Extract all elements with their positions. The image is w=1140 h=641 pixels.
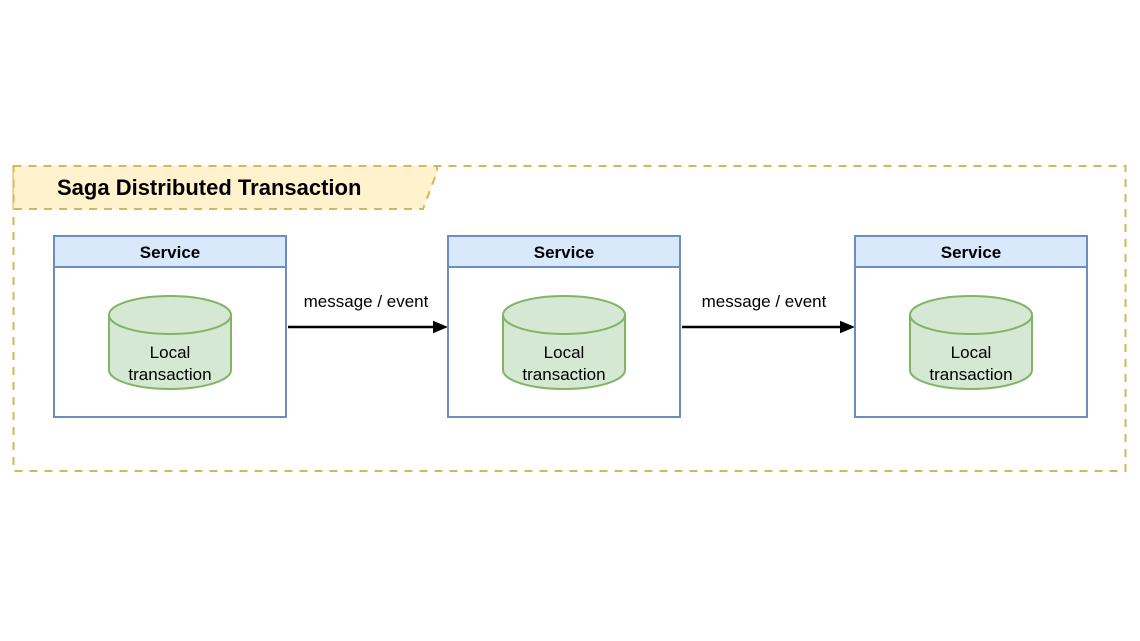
database-label: Local transaction	[128, 343, 211, 384]
arrow-head	[840, 320, 855, 334]
database-cylinder-body	[909, 314, 1033, 390]
database-label-line2: transaction	[929, 365, 1012, 384]
service-header	[447, 235, 681, 268]
service-box-2: Service Local transaction	[447, 235, 681, 418]
service-header	[53, 235, 287, 268]
arrow-1: message / event	[288, 292, 448, 334]
database-label-line2: transaction	[522, 365, 605, 384]
arrow-head	[433, 320, 448, 334]
service-header-label: Service	[941, 243, 1002, 262]
service-header-label: Service	[534, 243, 595, 262]
database-label-line1: Local	[150, 343, 191, 362]
service-header-label: Service	[140, 243, 201, 262]
database-cylinder-top	[502, 295, 626, 335]
database-label-line1: Local	[544, 343, 585, 362]
service-header	[854, 235, 1088, 268]
database-cylinder-top	[909, 295, 1033, 335]
service-box-1: Service Local transaction	[53, 235, 287, 418]
database-label-line2: transaction	[128, 365, 211, 384]
arrow-label: message / event	[304, 292, 429, 311]
database-cylinder: Local transaction	[108, 295, 232, 390]
database-cylinder-body	[502, 314, 626, 390]
database-cylinder: Local transaction	[909, 295, 1033, 390]
saga-container-border	[12, 165, 1127, 472]
database-cylinder-top	[108, 295, 232, 335]
database-label: Local transaction	[522, 343, 605, 384]
title-label-shape	[12, 165, 438, 210]
database-cylinder-body	[108, 314, 232, 390]
arrow-label: message / event	[702, 292, 827, 311]
diagram-title: Saga Distributed Transaction	[57, 175, 361, 200]
service-box-3: Service Local transaction	[854, 235, 1088, 418]
database-cylinder: Local transaction	[502, 295, 626, 390]
arrow-2: message / event	[682, 292, 855, 334]
database-label: Local transaction	[929, 343, 1012, 384]
database-label-line1: Local	[951, 343, 992, 362]
